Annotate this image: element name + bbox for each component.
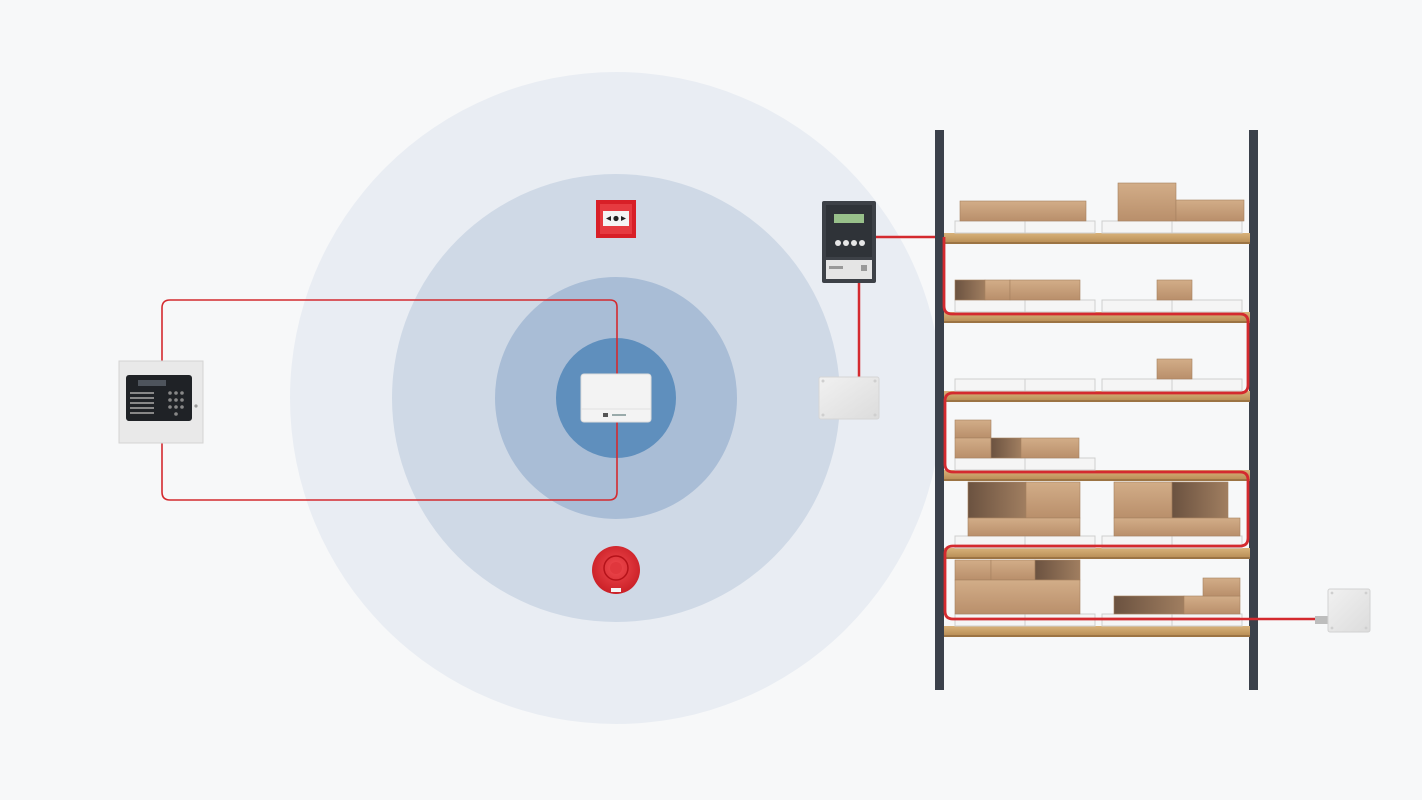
shelf-beam [944, 233, 1250, 243]
cardboard-box [1156, 358, 1193, 380]
cardboard-box [1025, 481, 1081, 519]
pallet-racking [935, 130, 1258, 690]
translator-icon [603, 413, 626, 417]
cardboard-box [990, 559, 1036, 581]
cardboard-box [954, 419, 992, 439]
cardboard-box [1034, 559, 1081, 581]
cardboard-box [1171, 481, 1229, 519]
shelf-beam [944, 548, 1250, 558]
panel-fascia [126, 375, 192, 421]
shelf-beam [944, 626, 1250, 636]
shelf-beam-edge [944, 479, 1250, 481]
linear-heat-detection-control-unit[interactable] [822, 201, 876, 283]
wireless-translator[interactable] [580, 373, 652, 423]
junction-box-icon [1330, 591, 1368, 630]
rack-upright-right [1249, 130, 1258, 690]
shelf-beam [944, 391, 1250, 401]
cardboard-box [1020, 437, 1080, 459]
cardboard-box [1156, 279, 1193, 301]
lhd-unit-icon [826, 240, 872, 279]
cardboard-box [954, 579, 1081, 615]
cardboard-box [967, 517, 1081, 537]
cardboard-box [1183, 595, 1241, 615]
shelf-beam [944, 470, 1250, 480]
cardboard-box [1113, 595, 1185, 615]
lhd-lcd-display [834, 214, 864, 223]
sounder-icon [603, 555, 629, 592]
linear-heat-detection-cable [942, 237, 1250, 621]
cardboard-box [990, 437, 1022, 459]
cardboard-box [1202, 577, 1241, 597]
control-panel-icon [130, 391, 184, 416]
interface-junction-box[interactable] [818, 376, 880, 420]
end-of-line-junction-box[interactable] [1315, 588, 1371, 633]
manual-call-point[interactable] [596, 200, 636, 238]
shelf-beam-edge [944, 242, 1250, 244]
shelf-beam-edge [944, 321, 1250, 323]
wireless-sounder[interactable] [592, 546, 640, 594]
cardboard-box [954, 559, 992, 581]
shelf-beam-edge [944, 400, 1250, 402]
cardboard-box [1175, 199, 1245, 222]
cardboard-box [967, 481, 1027, 519]
cardboard-box [1113, 517, 1241, 537]
cardboard-box [1113, 481, 1173, 519]
fire-alarm-control-panel[interactable] [118, 360, 204, 444]
cardboard-box [954, 279, 986, 301]
cardboard-box [1117, 182, 1177, 222]
shelf-beam-edge [944, 635, 1250, 637]
call-point-icon [606, 215, 626, 222]
panel-display [138, 380, 166, 386]
shelf-beam [944, 312, 1250, 322]
rack-upright-left [935, 130, 944, 690]
panel-key-lock [194, 404, 198, 408]
junction-box-icon [821, 379, 877, 417]
shelf-beam-edge [944, 557, 1250, 559]
cardboard-box [984, 279, 1011, 301]
cardboard-box [1009, 279, 1081, 301]
cardboard-box [954, 437, 992, 459]
cardboard-box [959, 200, 1087, 222]
